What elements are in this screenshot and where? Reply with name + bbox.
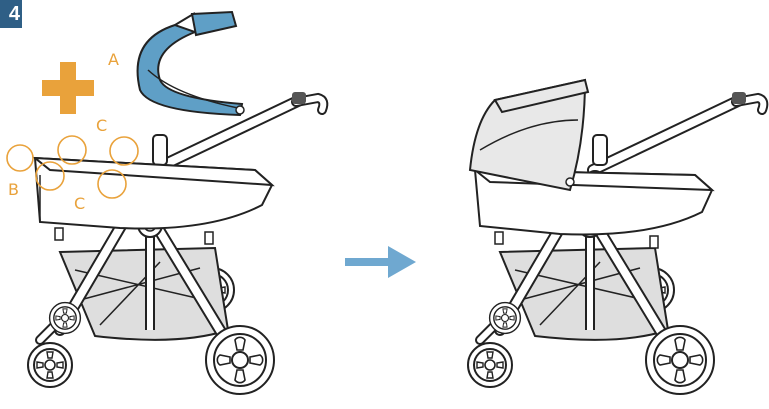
right-arrow-icon — [345, 246, 416, 278]
part-label-a: A — [108, 52, 119, 68]
canopy-part-a — [138, 12, 244, 115]
plus-icon — [42, 62, 94, 114]
part-label-c-top: C — [96, 118, 107, 134]
part-label-c-bottom: C — [74, 196, 85, 212]
stroller-assembled — [468, 80, 763, 394]
part-label-b: B — [8, 182, 19, 198]
stroller-frame-before — [28, 92, 323, 394]
